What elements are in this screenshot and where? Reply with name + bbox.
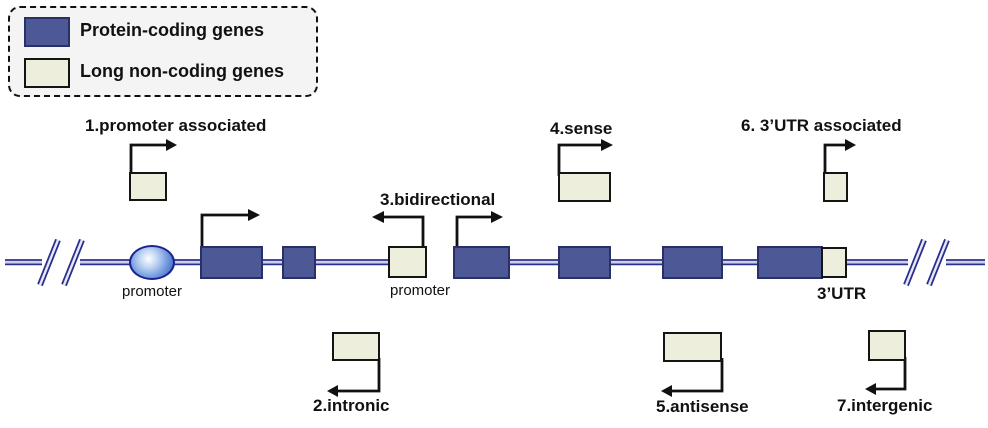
- gene1-tss-arrow-icon: [200, 209, 260, 248]
- bidirectional-lncrna-box: [388, 246, 427, 278]
- dna-break-left-icon: [37, 238, 85, 287]
- utr3-label: 3’UTR: [817, 284, 867, 303]
- intergenic-lncrna-box: [868, 330, 906, 361]
- exon-box: [453, 246, 510, 279]
- antisense-lncrna-box: [663, 332, 722, 362]
- legend-lncrna-label: Long non-coding genes: [80, 61, 284, 81]
- utr-associated-lncrna-box: [823, 172, 848, 202]
- legend-lncrna-swatch: [24, 58, 70, 88]
- exon-box: [662, 246, 723, 279]
- exon-box: [558, 246, 611, 279]
- utr3-box: [821, 247, 847, 278]
- intergenic-label: 7.intergenic: [837, 396, 933, 415]
- exon-box: [282, 246, 316, 279]
- sense-label: 4.sense: [550, 119, 613, 138]
- promoter-associated-lncrna-box: [129, 172, 167, 201]
- intronic-label: 2.intronic: [313, 396, 390, 415]
- utr-associated-label: 6. 3’UTR associated: [741, 116, 902, 135]
- intronic-lncrna-box: [332, 332, 380, 361]
- legend-protein-coding-swatch: [24, 17, 70, 47]
- antisense-label: 5.antisense: [656, 397, 749, 416]
- gene2-tss-arrow-icon: [455, 211, 503, 248]
- promoter-associated-label: 1.promoter associated: [85, 116, 267, 135]
- intergenic-arrow-icon: [865, 357, 907, 395]
- exon-box: [757, 246, 823, 279]
- exon-box: [200, 246, 263, 279]
- bidirectional-label: 3.bidirectional: [380, 190, 496, 209]
- sense-arrow-icon: [557, 139, 613, 176]
- promoter-oval: [129, 245, 175, 280]
- dna-break-right-icon: [903, 238, 950, 287]
- legend: Protein-coding genes Long non-coding gen…: [8, 6, 318, 97]
- utr-associated-arrow-icon: [823, 139, 856, 176]
- legend-protein-coding-label: Protein-coding genes: [80, 20, 265, 40]
- promoter-associated-arrow-icon: [129, 139, 177, 176]
- antisense-arrow-icon: [661, 358, 724, 397]
- promoter-label-left: promoter: [122, 283, 183, 300]
- promoter-label-bidirectional: promoter: [390, 282, 451, 299]
- sense-lncrna-box: [558, 172, 611, 202]
- bidirectional-left-arrow-icon: [372, 211, 425, 248]
- intronic-arrow-icon: [327, 358, 381, 397]
